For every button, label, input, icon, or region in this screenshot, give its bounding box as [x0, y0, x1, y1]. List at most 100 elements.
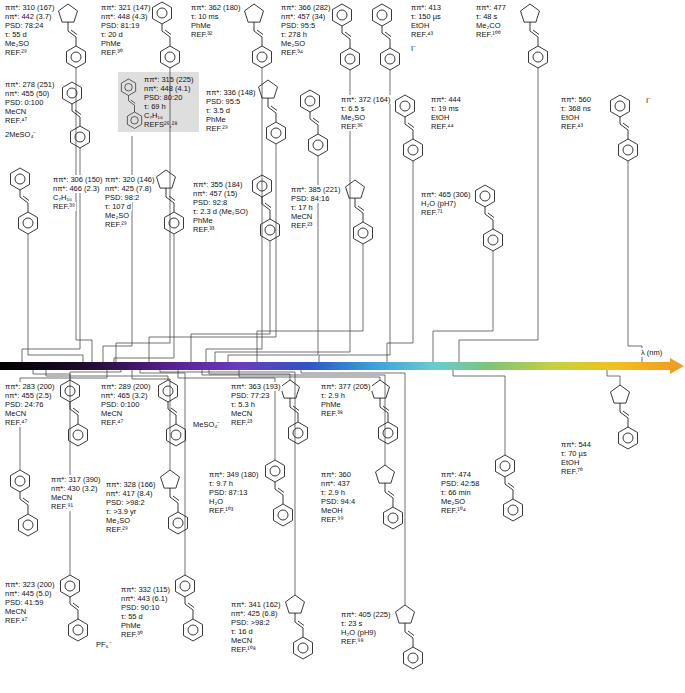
property-label: REF.³⁰	[120, 630, 144, 639]
property-label: REF.¹⁰⁸	[230, 645, 257, 654]
property-label: PSD: 81:19	[100, 21, 140, 30]
property-label: MeCN	[4, 607, 27, 616]
property-label: nπ*: 448 (4.1)	[144, 84, 194, 93]
property-label: ππ*: 317 (390)	[50, 475, 102, 484]
property-label: nπ*: 455 (50)	[4, 89, 50, 98]
property-label: nπ*: 437	[320, 479, 351, 488]
property-label: REF.⁹⁸	[340, 637, 365, 646]
property-label: nπ*: 465 (3.2)	[100, 391, 148, 400]
property-label: τ: 66 min	[440, 488, 472, 497]
property-label: PhMe	[320, 400, 342, 409]
property-label: ππ*: 321 (147)	[100, 3, 152, 12]
property-label: H₂O (pH9)	[340, 628, 377, 637]
property-label: Me₂SO	[105, 516, 131, 525]
property-label: Me₂SO	[440, 497, 466, 506]
property-label: REF.⁹¹	[50, 502, 74, 511]
property-label: REFS²⁶,²⁸	[144, 120, 194, 129]
property-label: τ: 150 µs	[410, 12, 442, 21]
property-label: nπ*: 457 (15)	[192, 189, 238, 198]
property-label: τ: 107 d	[104, 202, 132, 211]
property-label: PSD: 42:58	[440, 479, 480, 488]
property-label: τ: >3.9 yr	[105, 507, 137, 516]
property-label: PSD: 0:100	[100, 400, 140, 409]
property-label: ππ*: 385 (221)	[290, 185, 342, 194]
property-label: τ: 368 ns	[560, 104, 592, 113]
property-label: REF.⁴⁷	[100, 418, 124, 427]
property-label: PhMe	[190, 21, 212, 30]
property-label: REF.²⁹	[105, 525, 129, 534]
property-label: nπ*: 457 (34)	[280, 12, 326, 21]
property-label: 2MeSO₄⁻	[4, 130, 38, 139]
property-label: I⁻	[645, 96, 652, 105]
property-label: τ: 16 d	[230, 627, 254, 636]
property-label: PSD: 95:5	[205, 97, 241, 106]
property-label: nπ*: 417 (8.4)	[105, 489, 153, 498]
property-label: nπ*: 442 (3.7)	[4, 12, 52, 21]
property-label: REF.³⁹	[52, 202, 76, 211]
property-label: ππ*: 405 (225)	[340, 610, 392, 619]
property-label: REF.²⁹	[104, 220, 128, 229]
property-label: ππ*: 306 (150)	[52, 175, 104, 184]
property-label: τ: 9.7 h	[208, 479, 234, 488]
property-label: ππ*: 465 (306)	[420, 190, 472, 199]
property-label: EtOH	[560, 113, 580, 122]
property-label: REF.⁴⁴	[430, 122, 455, 131]
property-label: REF.²⁹	[4, 48, 28, 57]
property-label: H₂O (pH7)	[420, 199, 457, 208]
property-label: λ (nm)	[640, 348, 663, 357]
property-label: τ: 20 d	[100, 30, 124, 39]
property-label: MeOH	[320, 506, 344, 515]
property-label: Me₂SO	[340, 113, 366, 122]
property-label: REF.¹⁰⁰	[475, 30, 502, 39]
property-label: REF.¹⁰⁴	[440, 506, 467, 515]
property-label: MeCN	[230, 636, 253, 645]
property-label: REF.¹⁰³	[208, 506, 234, 515]
property-label: REF.²³	[230, 418, 253, 427]
property-label: REF.⁴³	[410, 30, 434, 39]
property-label: PhMe	[205, 115, 227, 124]
property-label: REF.³⁶	[340, 122, 364, 131]
property-label: τ: 5.3 h	[230, 400, 256, 409]
property-label: REF.³⁰	[100, 48, 124, 57]
property-label: nπ*: 425 (6.8)	[230, 609, 278, 618]
property-label: REF.³²	[190, 30, 213, 39]
arrow-head	[670, 358, 684, 374]
property-label: PhMe	[120, 621, 142, 630]
property-label: τ: 17 h	[290, 203, 314, 212]
property-label: ππ*: 315 (225)	[144, 75, 194, 84]
property-label: ππ*: 332 (115)	[120, 585, 171, 594]
property-label: ππ*: 474	[440, 470, 472, 479]
property-label: PhMe	[100, 39, 122, 48]
property-label: Me₂SO	[4, 39, 30, 48]
property-label: ππ*: 289 (200)	[100, 382, 152, 391]
property-label: nπ*: 425 (7.8)	[104, 184, 152, 193]
property-label: ππ*: 283 (200)	[4, 382, 56, 391]
property-label: PSD: 24:76	[4, 400, 44, 409]
property-label: MeCN	[50, 493, 73, 502]
property-label: τ: 2.3 d (Me₂SO)	[192, 207, 249, 216]
property-label: EtOH	[430, 113, 450, 122]
property-label: nπ*: 448 (4.3)	[100, 12, 148, 21]
property-label: I⁻	[410, 44, 417, 53]
property-label: ππ*: 360	[320, 470, 352, 479]
property-label: τ: 70 µs	[560, 449, 588, 458]
property-label: PSD: 41:59	[4, 598, 44, 607]
property-label: τ: 2.9 h	[320, 391, 346, 400]
property-label: MeCN	[4, 107, 27, 116]
property-label: nπ*: 466 (2.3)	[52, 184, 100, 193]
property-label: MeCN	[230, 409, 253, 418]
property-label: PSD: 90:10	[120, 603, 160, 612]
property-label: nπ*: 445 (5.0)	[4, 589, 52, 598]
property-label: ππ*: 560	[560, 95, 592, 104]
property-label: nπ*: 430 (3.2)	[50, 484, 98, 493]
property-label: ππ*: 310 (167)	[4, 3, 56, 12]
property-label: τ: 10 ms	[190, 12, 220, 21]
property-label: REF.⁴⁷	[4, 616, 28, 625]
property-label: τ: 3.5 d	[205, 106, 231, 115]
property-label: τ: 278 h	[280, 30, 308, 39]
property-label: τ: 19 ms	[430, 104, 460, 113]
property-label: REF.⁷⁰	[560, 467, 584, 476]
property-label: PSD: 98:2	[104, 193, 140, 202]
azo-structures	[11, 2, 638, 669]
